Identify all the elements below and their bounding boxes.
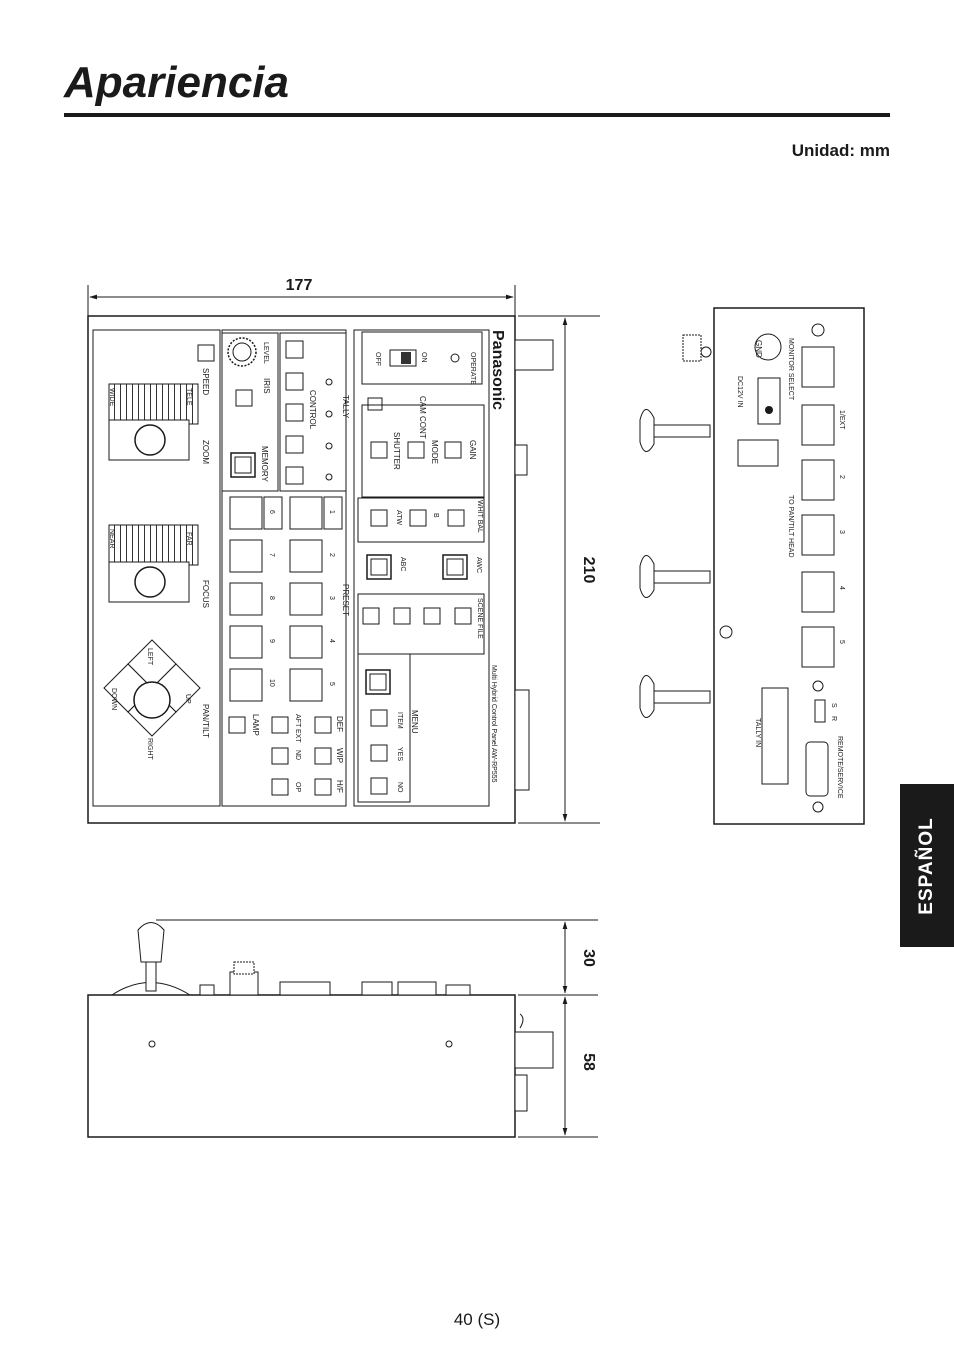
svg-text:SCENE FILE: SCENE FILE [476, 598, 483, 639]
side-view [87, 922, 554, 1138]
svg-text:LEVEL: LEVEL [262, 342, 269, 364]
svg-text:IRIS: IRIS [262, 378, 271, 394]
svg-text:DEF: DEF [335, 716, 344, 732]
svg-text:7: 7 [268, 553, 275, 557]
svg-text:CAM CONT: CAM CONT [418, 396, 427, 439]
svg-text:4: 4 [328, 639, 335, 643]
svg-text:ZOOM: ZOOM [201, 440, 210, 464]
svg-text:FOCUS: FOCUS [201, 580, 210, 608]
svg-text:NO: NO [396, 782, 403, 793]
svg-text:TALLY: TALLY [341, 395, 350, 419]
svg-text:SPEED: SPEED [201, 368, 210, 395]
svg-text:MODE: MODE [430, 440, 439, 464]
svg-text:3: 3 [328, 596, 335, 600]
svg-text:H/F: H/F [335, 780, 344, 793]
svg-text:TALLY IN: TALLY IN [754, 718, 761, 747]
model-label: Multi Hybrid Control Panel AW-RP555 [490, 665, 497, 783]
svg-text:PAN/TILT: PAN/TILT [201, 704, 210, 738]
svg-text:YES: YES [396, 747, 403, 761]
svg-text:LEFT: LEFT [146, 648, 153, 666]
page-number: 40 (S) [453, 1310, 501, 1329]
svg-text:8: 8 [268, 596, 275, 600]
svg-text:TELE: TELE [185, 388, 192, 406]
svg-text:R: R [830, 716, 837, 721]
svg-text:2: 2 [328, 553, 335, 557]
height-body-label: 58 [580, 1053, 597, 1071]
svg-text:WIDE: WIDE [108, 388, 115, 407]
language-tab-label: ESPAÑOL [916, 816, 937, 915]
svg-text:RIGHT: RIGHT [146, 738, 153, 761]
brand-logo: Panasonic [489, 330, 506, 410]
svg-text:OFF: OFF [374, 352, 381, 366]
svg-text:3: 3 [838, 530, 845, 534]
height-dimensions: 30 58 [156, 919, 598, 1138]
svg-text:1: 1 [328, 510, 335, 514]
top-view: Panasonic Multi Hybrid Control Panel AW-… [87, 315, 554, 824]
svg-text:1/EXT: 1/EXT [838, 410, 845, 430]
svg-text:FAR: FAR [185, 532, 192, 546]
rear-view: GND DC12V IN MONITOR SELECT 1/EXT 2 3 4 … [639, 307, 865, 825]
width-dimension: 177 [87, 277, 516, 318]
svg-text:2: 2 [838, 475, 845, 479]
svg-text:UP: UP [184, 694, 191, 704]
svg-text:ABC: ABC [399, 557, 406, 571]
language-tab: ESPAÑOL [900, 784, 954, 947]
svg-text:MENU: MENU [410, 710, 419, 734]
depth-dimension: 210 [518, 315, 600, 824]
svg-text:DOWN: DOWN [110, 688, 117, 710]
svg-text:OP: OP [294, 782, 301, 792]
unit-label: Unidad: mm [791, 141, 890, 160]
svg-text:S: S [830, 703, 837, 708]
svg-text:AWC: AWC [475, 557, 482, 573]
svg-text:5: 5 [328, 682, 335, 686]
svg-text:4: 4 [838, 586, 845, 590]
svg-text:ND: ND [294, 750, 301, 760]
depth-label: 210 [580, 557, 597, 584]
svg-text:6: 6 [268, 510, 275, 514]
svg-text:TO PAN/TILT HEAD: TO PAN/TILT HEAD [787, 495, 794, 558]
svg-text:MONITOR SELECT: MONITOR SELECT [787, 338, 794, 401]
svg-text:OPERATE: OPERATE [469, 352, 476, 385]
svg-text:AFT EXT: AFT EXT [294, 714, 301, 743]
svg-text:ON: ON [420, 352, 427, 363]
svg-text:DC12V IN: DC12V IN [736, 376, 743, 408]
svg-text:CONTROL: CONTROL [308, 390, 317, 430]
svg-text:B: B [432, 513, 439, 518]
svg-text:SHUTTER: SHUTTER [392, 432, 401, 470]
width-label: 177 [286, 277, 313, 294]
svg-text:ITEM: ITEM [396, 712, 403, 729]
svg-text:LAMP: LAMP [251, 714, 260, 736]
svg-text:WHIT BAL: WHIT BAL [476, 500, 483, 533]
svg-text:10: 10 [268, 679, 275, 687]
svg-text:ATW: ATW [395, 510, 402, 525]
height-top-label: 30 [580, 949, 597, 967]
svg-text:NEAR: NEAR [108, 529, 115, 548]
svg-text:5: 5 [838, 640, 845, 644]
title-rule [64, 113, 890, 117]
svg-text:GND: GND [754, 340, 763, 358]
svg-text:9: 9 [268, 639, 275, 643]
page-title: Apariencia [64, 58, 289, 107]
svg-text:WIP: WIP [335, 748, 344, 763]
svg-text:GAIN: GAIN [468, 440, 477, 460]
svg-text:MEMORY: MEMORY [260, 446, 269, 483]
svg-text:PRESET: PRESET [341, 584, 350, 616]
svg-text:REMOTE/SERVICE: REMOTE/SERVICE [836, 736, 843, 799]
